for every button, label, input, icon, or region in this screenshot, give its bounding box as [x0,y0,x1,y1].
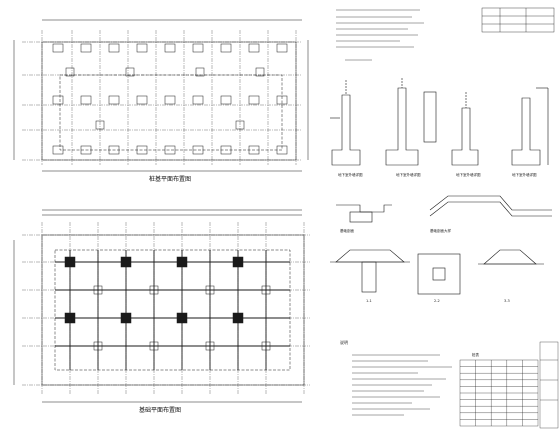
plan-outline [41,234,305,386]
wall-section-2 [385,78,437,166]
foundation-elements [55,250,290,370]
detail-caption-1: 地下室外墙详图 [338,172,363,177]
column-base [261,341,271,351]
pile-cap [248,145,260,155]
pile-cap [276,95,288,105]
detail-caption-7: 1-1 [366,299,372,303]
detail-caption-4: 地下室外墙详图 [512,172,537,177]
pile-caps [52,43,288,155]
pile-cap [125,67,135,77]
column [64,256,76,268]
wall-section-3 [451,92,479,166]
pile-table [459,359,539,427]
column [232,312,244,324]
pile-cap [195,67,205,77]
pile-cap [65,67,75,77]
column-base [205,341,215,351]
section-details [330,7,559,429]
pile-cap [136,43,148,53]
pile-cap [192,145,204,155]
column [64,312,76,324]
column-base [149,341,159,351]
pile-cap [52,43,64,53]
pile-cap [80,95,92,105]
column-base [205,285,215,295]
column [120,256,132,268]
pile-cap [164,43,176,53]
notes-block-top [336,9,424,61]
column-base [93,341,103,351]
title-strip [539,341,559,429]
pile-cap [108,145,120,155]
pile-cap [164,95,176,105]
pile-cap [52,145,64,155]
pile-cap [276,145,288,155]
plan-outline [41,41,297,161]
pile-cap [192,43,204,53]
detail-caption-2: 地下室外墙详图 [396,172,421,177]
detail-caption-8: 2-2 [434,299,440,303]
pile-cap [108,43,120,53]
pile-cap [255,67,265,77]
pile-layout-plan [13,19,309,172]
pile-cap [95,120,105,130]
cap-section-2-2 [417,253,461,295]
table-title: 桩表 [472,352,480,357]
wall-section-4 [511,87,549,166]
pile-cap [220,43,232,53]
detail-caption-6: 基础剖面大样 [430,228,451,233]
wall-outline [59,74,283,151]
detail-caption-5: 基础剖面 [340,228,354,233]
pile-cap [276,43,288,53]
slope-detail [429,195,552,217]
detail-caption-3: 地下室外墙详图 [456,172,481,177]
wall-section-1 [330,80,361,166]
general-notes [352,354,452,416]
wall-outline [54,249,291,371]
detail-caption-9: 3-3 [504,299,510,303]
cap-section-1-1 [330,249,410,293]
notes-title: 说明 [340,339,348,345]
cap-section-3-3 [478,249,544,265]
axis-grid [22,222,310,395]
column-base [261,285,271,295]
pile-cap [80,145,92,155]
pile-cap [220,145,232,155]
title-block-top [481,7,555,33]
top-plan-caption: 桩基平面布置图 [149,175,191,183]
pile-cap [220,95,232,105]
column [176,256,188,268]
pile-cap [80,43,92,53]
pile-cap [108,95,120,105]
pile-cap [248,95,260,105]
column [232,256,244,268]
column [120,312,132,324]
column-base [93,285,103,295]
pile-cap [136,145,148,155]
pile-cap [192,95,204,105]
pile-cap [164,145,176,155]
pile-cap [136,95,148,105]
pile-cap [235,120,245,130]
pile-cap [52,95,64,105]
foundation-section [336,204,392,223]
column [176,312,188,324]
bottom-plan-caption: 基础平面布置图 [139,406,181,414]
pile-cap [248,43,260,53]
foundation-plan [13,209,310,403]
axis-grid [22,30,302,165]
column-base [149,285,159,295]
